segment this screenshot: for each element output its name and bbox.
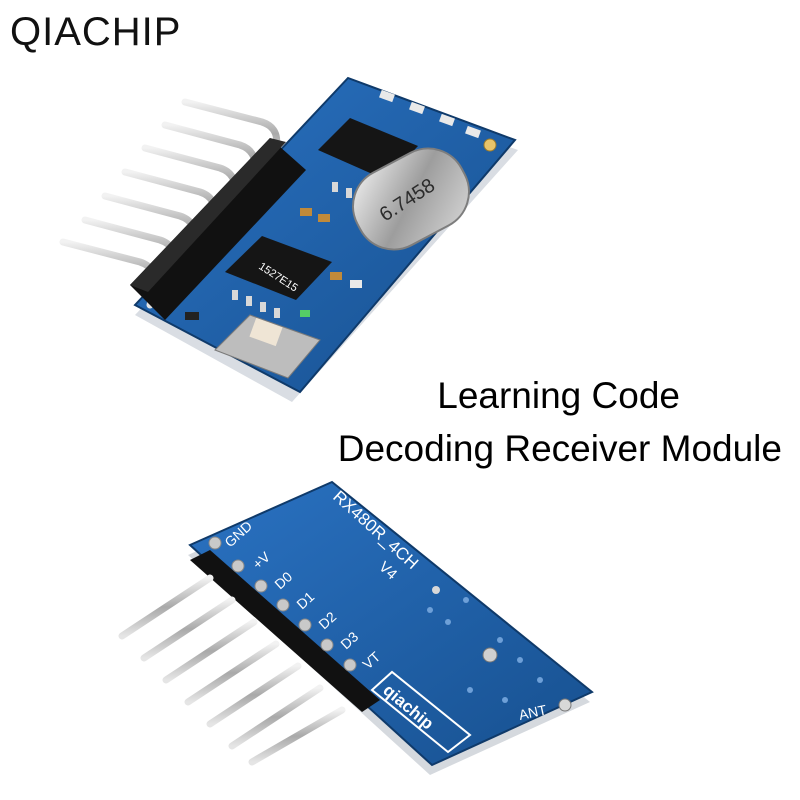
top-ic-chip-2: 1527E15 — [225, 236, 332, 300]
bottom-receiver-module: GND +V D0 D1 D2 D3 VT RX480R_4CH V4 qiac… — [118, 480, 594, 775]
top-header-pins — [59, 98, 306, 320]
bottom-header-housing — [190, 550, 380, 712]
learn-push-button — [214, 314, 321, 379]
top-header-housing — [130, 138, 306, 320]
top-receiver-module: 1527E15 6.7458 — [59, 76, 518, 402]
brand-logo-text: QIACHIP — [10, 10, 182, 54]
ant-label: ANT — [517, 701, 548, 723]
smd-components — [185, 89, 481, 320]
caption-line-2: Decoding Receiver Module — [337, 428, 782, 469]
crystal-oscillator: 6.7458 — [352, 147, 470, 251]
bottom-header-pins — [118, 574, 346, 766]
caption-line-1: Learning Code — [437, 375, 680, 416]
